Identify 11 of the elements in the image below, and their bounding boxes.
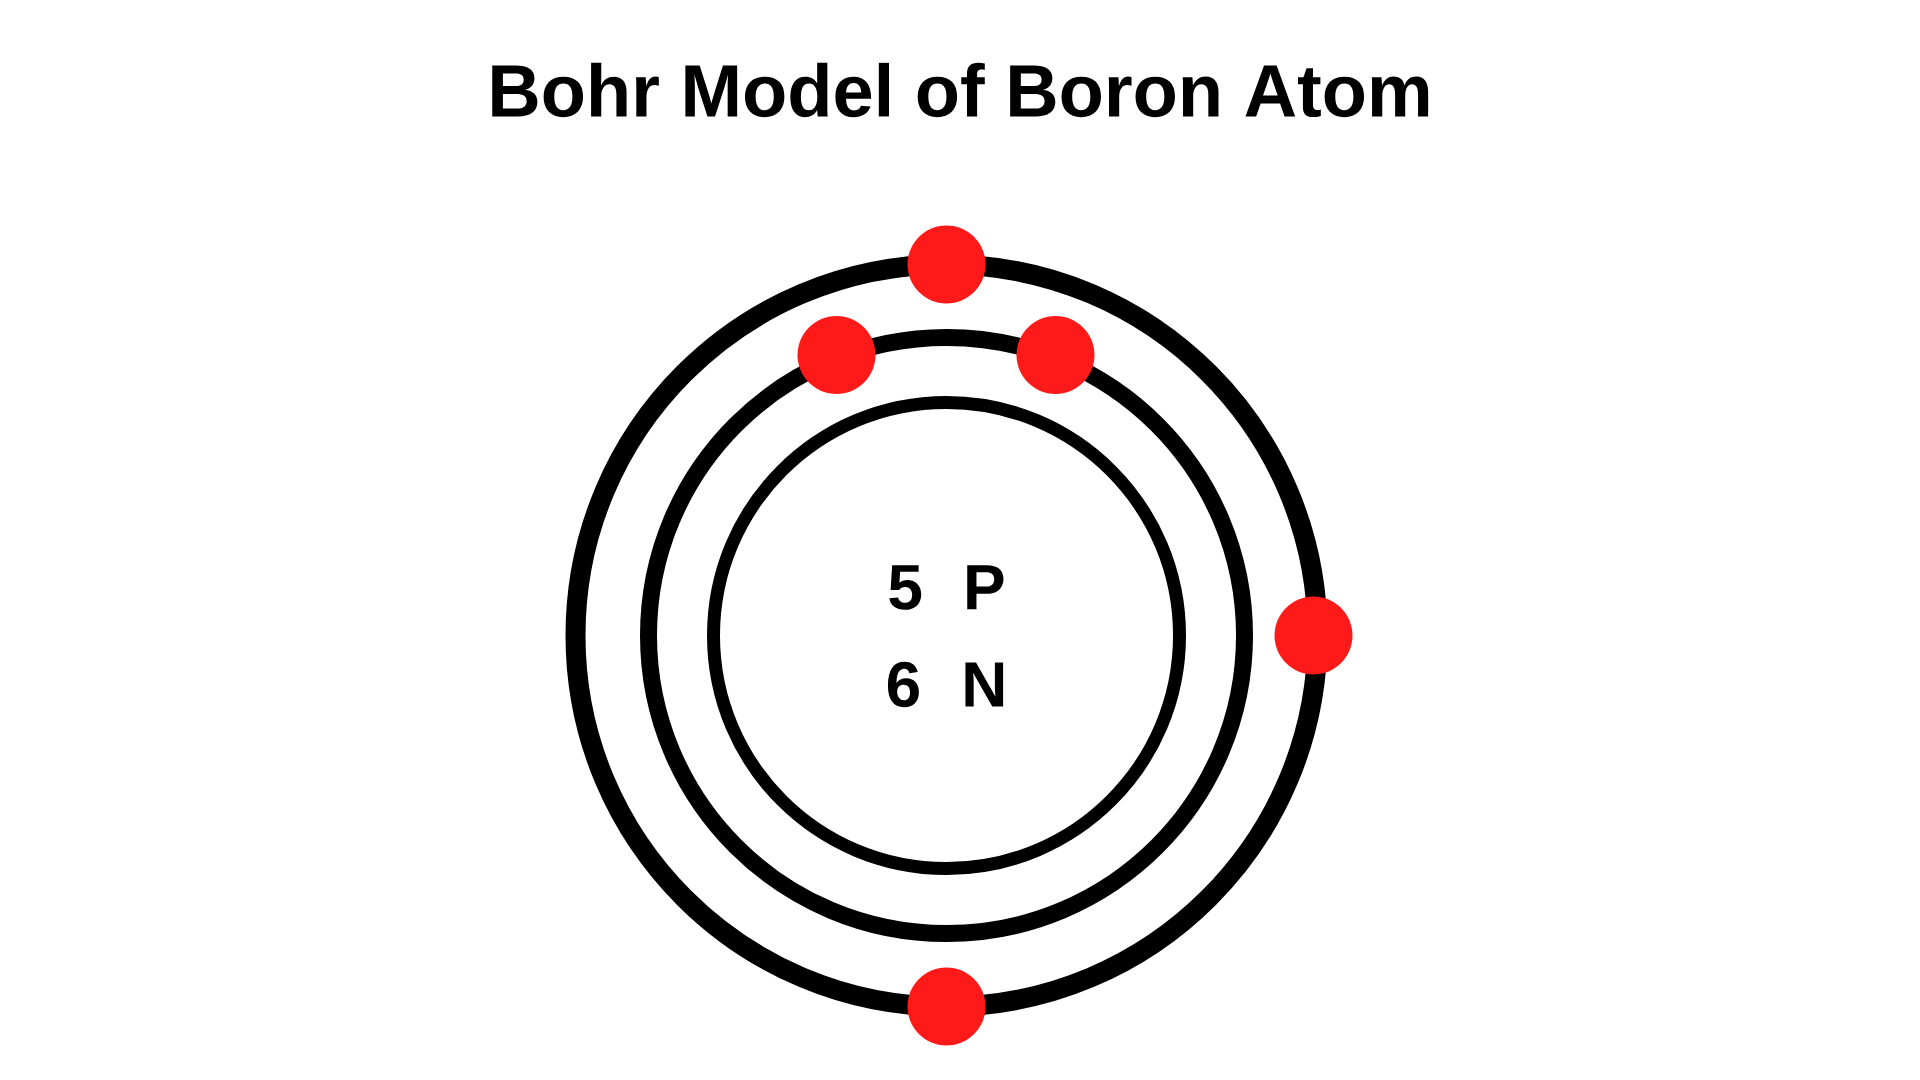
nucleus-ring bbox=[707, 396, 1186, 875]
outer-shell-ring bbox=[565, 254, 1328, 1017]
particle-count: 5 P bbox=[889, 565, 1004, 610]
electron bbox=[1274, 596, 1353, 675]
particle-count: 6 N bbox=[887, 661, 1004, 708]
title: Bohr Model of Boron Atom bbox=[492, 62, 1429, 118]
electron bbox=[1016, 316, 1095, 394]
electron bbox=[797, 316, 876, 394]
shell-ring bbox=[640, 329, 1253, 942]
electron bbox=[907, 967, 986, 1046]
electron bbox=[907, 225, 986, 304]
